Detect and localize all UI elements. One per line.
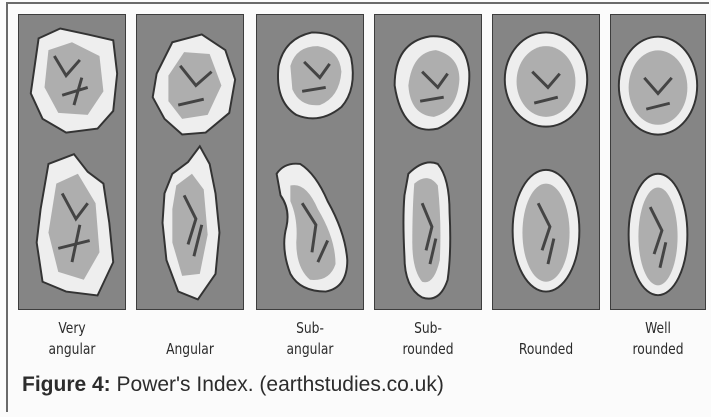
label-line1 bbox=[146, 318, 235, 339]
caption-label: Figure 4: bbox=[22, 373, 111, 396]
rounded-grains-illustration bbox=[493, 15, 599, 309]
label-line2: angular bbox=[28, 339, 117, 360]
label-rounded: Rounded bbox=[502, 318, 591, 360]
panel-sub-angular bbox=[256, 14, 364, 310]
label-line2: Rounded bbox=[502, 339, 591, 360]
label-well-rounded: Well rounded bbox=[619, 318, 698, 360]
label-very-angular: Very angular bbox=[28, 318, 117, 360]
label-line1: Sub- bbox=[266, 318, 355, 339]
label-line1 bbox=[502, 318, 591, 339]
label-line2: rounded bbox=[384, 339, 473, 360]
angular-grains-illustration bbox=[137, 15, 243, 309]
label-line1: Well bbox=[619, 318, 698, 339]
label-sub-rounded: Sub- rounded bbox=[384, 318, 473, 360]
well-rounded-grains-illustration bbox=[611, 15, 705, 309]
panel-rounded bbox=[492, 14, 600, 310]
label-line2: Angular bbox=[146, 339, 235, 360]
label-line1: Sub- bbox=[384, 318, 473, 339]
figure-caption: Figure 4: Power's Index. (earthstudies.c… bbox=[22, 373, 444, 397]
caption-text: Power's Index. (earthstudies.co.uk) bbox=[111, 373, 444, 396]
panel-very-angular bbox=[18, 14, 126, 310]
label-line2: rounded bbox=[619, 339, 698, 360]
label-line1: Very bbox=[28, 318, 117, 339]
label-line2: angular bbox=[266, 339, 355, 360]
panel-angular bbox=[136, 14, 244, 310]
sub-rounded-grains-illustration bbox=[375, 15, 481, 309]
label-sub-angular: Sub- angular bbox=[266, 318, 355, 360]
label-angular: Angular bbox=[146, 318, 235, 360]
very-angular-grains-illustration bbox=[19, 15, 125, 309]
panel-sub-rounded bbox=[374, 14, 482, 310]
sub-angular-grains-illustration bbox=[257, 15, 363, 309]
panel-well-rounded bbox=[610, 14, 706, 310]
